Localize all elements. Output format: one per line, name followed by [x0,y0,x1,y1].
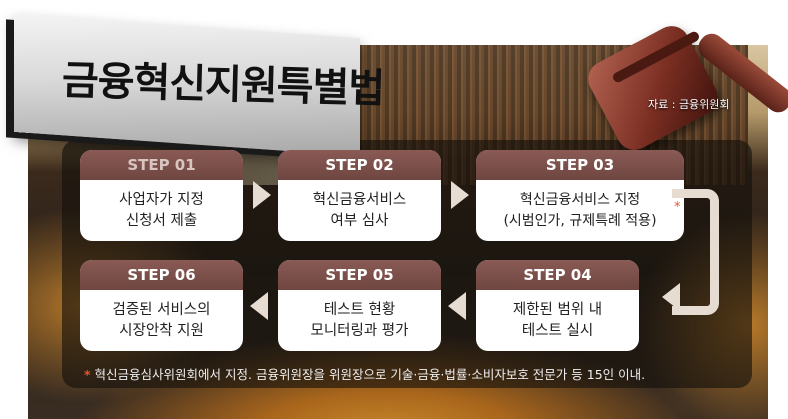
arrow-right-icon [253,181,271,209]
step-text-line1: 혁신금융서비스 [312,191,407,208]
step-text-line2: 시장안착 지원 [119,322,204,339]
step-02-card: STEP 02 혁신금융서비스 여부 심사 [278,150,441,241]
step-04-card: STEP 04 제한된 범위 내 테스트 실시 [476,260,639,351]
step-text-line1: 제한된 범위 내 [512,301,603,318]
step-text-line2: 모니터링과 평가 [310,322,409,339]
arrow-left-icon [662,283,680,311]
step-text-line2: (시범인가, 규제특례 적용) [503,212,657,229]
step-05-card: STEP 05 테스트 현황 모니터링과 평가 [278,260,441,351]
step-text-line1: 사업자가 지정 [119,191,204,208]
step-text-line2: 테스트 실시 [521,322,594,339]
step-text-line2: 여부 심사 [330,212,389,229]
step-label: STEP 01 [80,150,243,180]
footnote-star-icon: * [84,367,91,382]
page-title: 금융혁신지원특별법 [61,57,385,113]
step-label: STEP 04 [476,260,639,290]
step-label: STEP 03 [476,150,684,180]
step-label: STEP 05 [278,260,441,290]
arrow-left-icon [250,292,268,320]
arrow-right-icon [451,181,469,209]
step-06-card: STEP 06 검증된 서비스의 시장안착 지원 [80,260,243,351]
step-text-line2: 신청서 제출 [125,212,198,229]
footnote-marker-icon: * [674,200,681,215]
footnote-text: 혁신금융심사위원회에서 지정. 금융위원장을 위원장으로 기술·금융·법률·소비… [94,367,646,382]
step-03-card: STEP 03 혁신금융서비스 지정 (시범인가, 규제특례 적용) [476,150,684,241]
uturn-connector [672,189,719,315]
step-label: STEP 02 [278,150,441,180]
step-text-line1: 혁신금융서비스 지정 [519,191,641,208]
footnote: *혁신금융심사위원회에서 지정. 금융위원장을 위원장으로 기술·금융·법률·소… [84,364,645,383]
source-label: 자료 : 금융위원회 [648,98,730,111]
step-label: STEP 06 [80,260,243,290]
arrow-left-icon [448,292,466,320]
step-text-line1: 테스트 현황 [323,301,396,318]
step-01-card: STEP 01 사업자가 지정 신청서 제출 [80,150,243,241]
step-text-line1: 검증된 서비스의 [112,301,211,318]
